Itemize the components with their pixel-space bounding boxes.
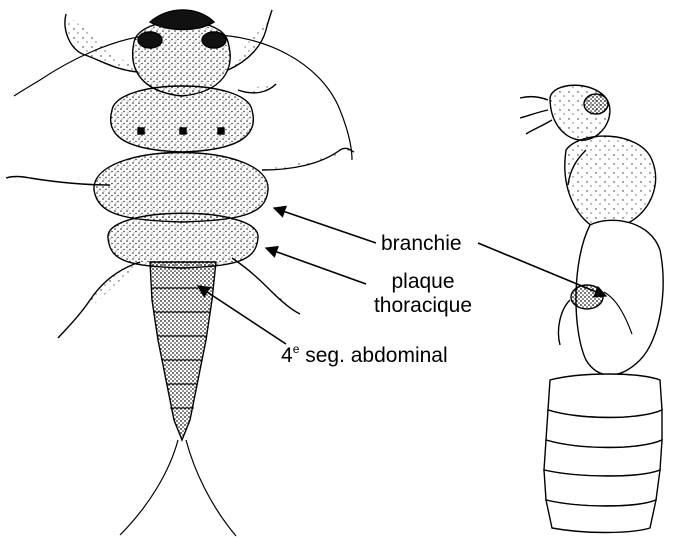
right-middle-leg [262, 148, 354, 170]
left-eye [138, 32, 162, 48]
right-cercus [186, 440, 236, 536]
abdominal-segment-1 [548, 374, 662, 418]
arrow-plaque [266, 248, 366, 284]
right-hind-leg [232, 258, 300, 314]
nymph-lateral-view [520, 85, 663, 532]
pronotum [111, 86, 254, 152]
right-front-leg [228, 10, 272, 70]
abdomen [150, 262, 216, 440]
arrow-branchie-left [274, 208, 376, 243]
abdominal-segment-4 [544, 470, 660, 506]
left-front-leg [65, 14, 138, 72]
arrow-segment [198, 286, 286, 344]
left-hind-leg [58, 262, 140, 338]
nymph-dorsal-view [6, 10, 354, 536]
label-plaque-line2: thoracique [369, 294, 477, 318]
right-eye [202, 32, 226, 48]
lateral-eye [584, 94, 608, 114]
thoracic-plate [108, 213, 258, 268]
left-cercus [120, 440, 178, 535]
segment-text: seg. abdominal [299, 344, 447, 367]
label-plaque-thoracique: plaque thoracique [369, 270, 477, 318]
wing-pad-front [565, 136, 656, 230]
mesothorax [94, 153, 268, 223]
label-abdominal-segment: 4e seg. abdominal [281, 344, 448, 368]
segment-number: 4 [281, 344, 293, 367]
label-branchie: branchie [381, 232, 462, 256]
label-plaque-line1: plaque [369, 270, 477, 294]
